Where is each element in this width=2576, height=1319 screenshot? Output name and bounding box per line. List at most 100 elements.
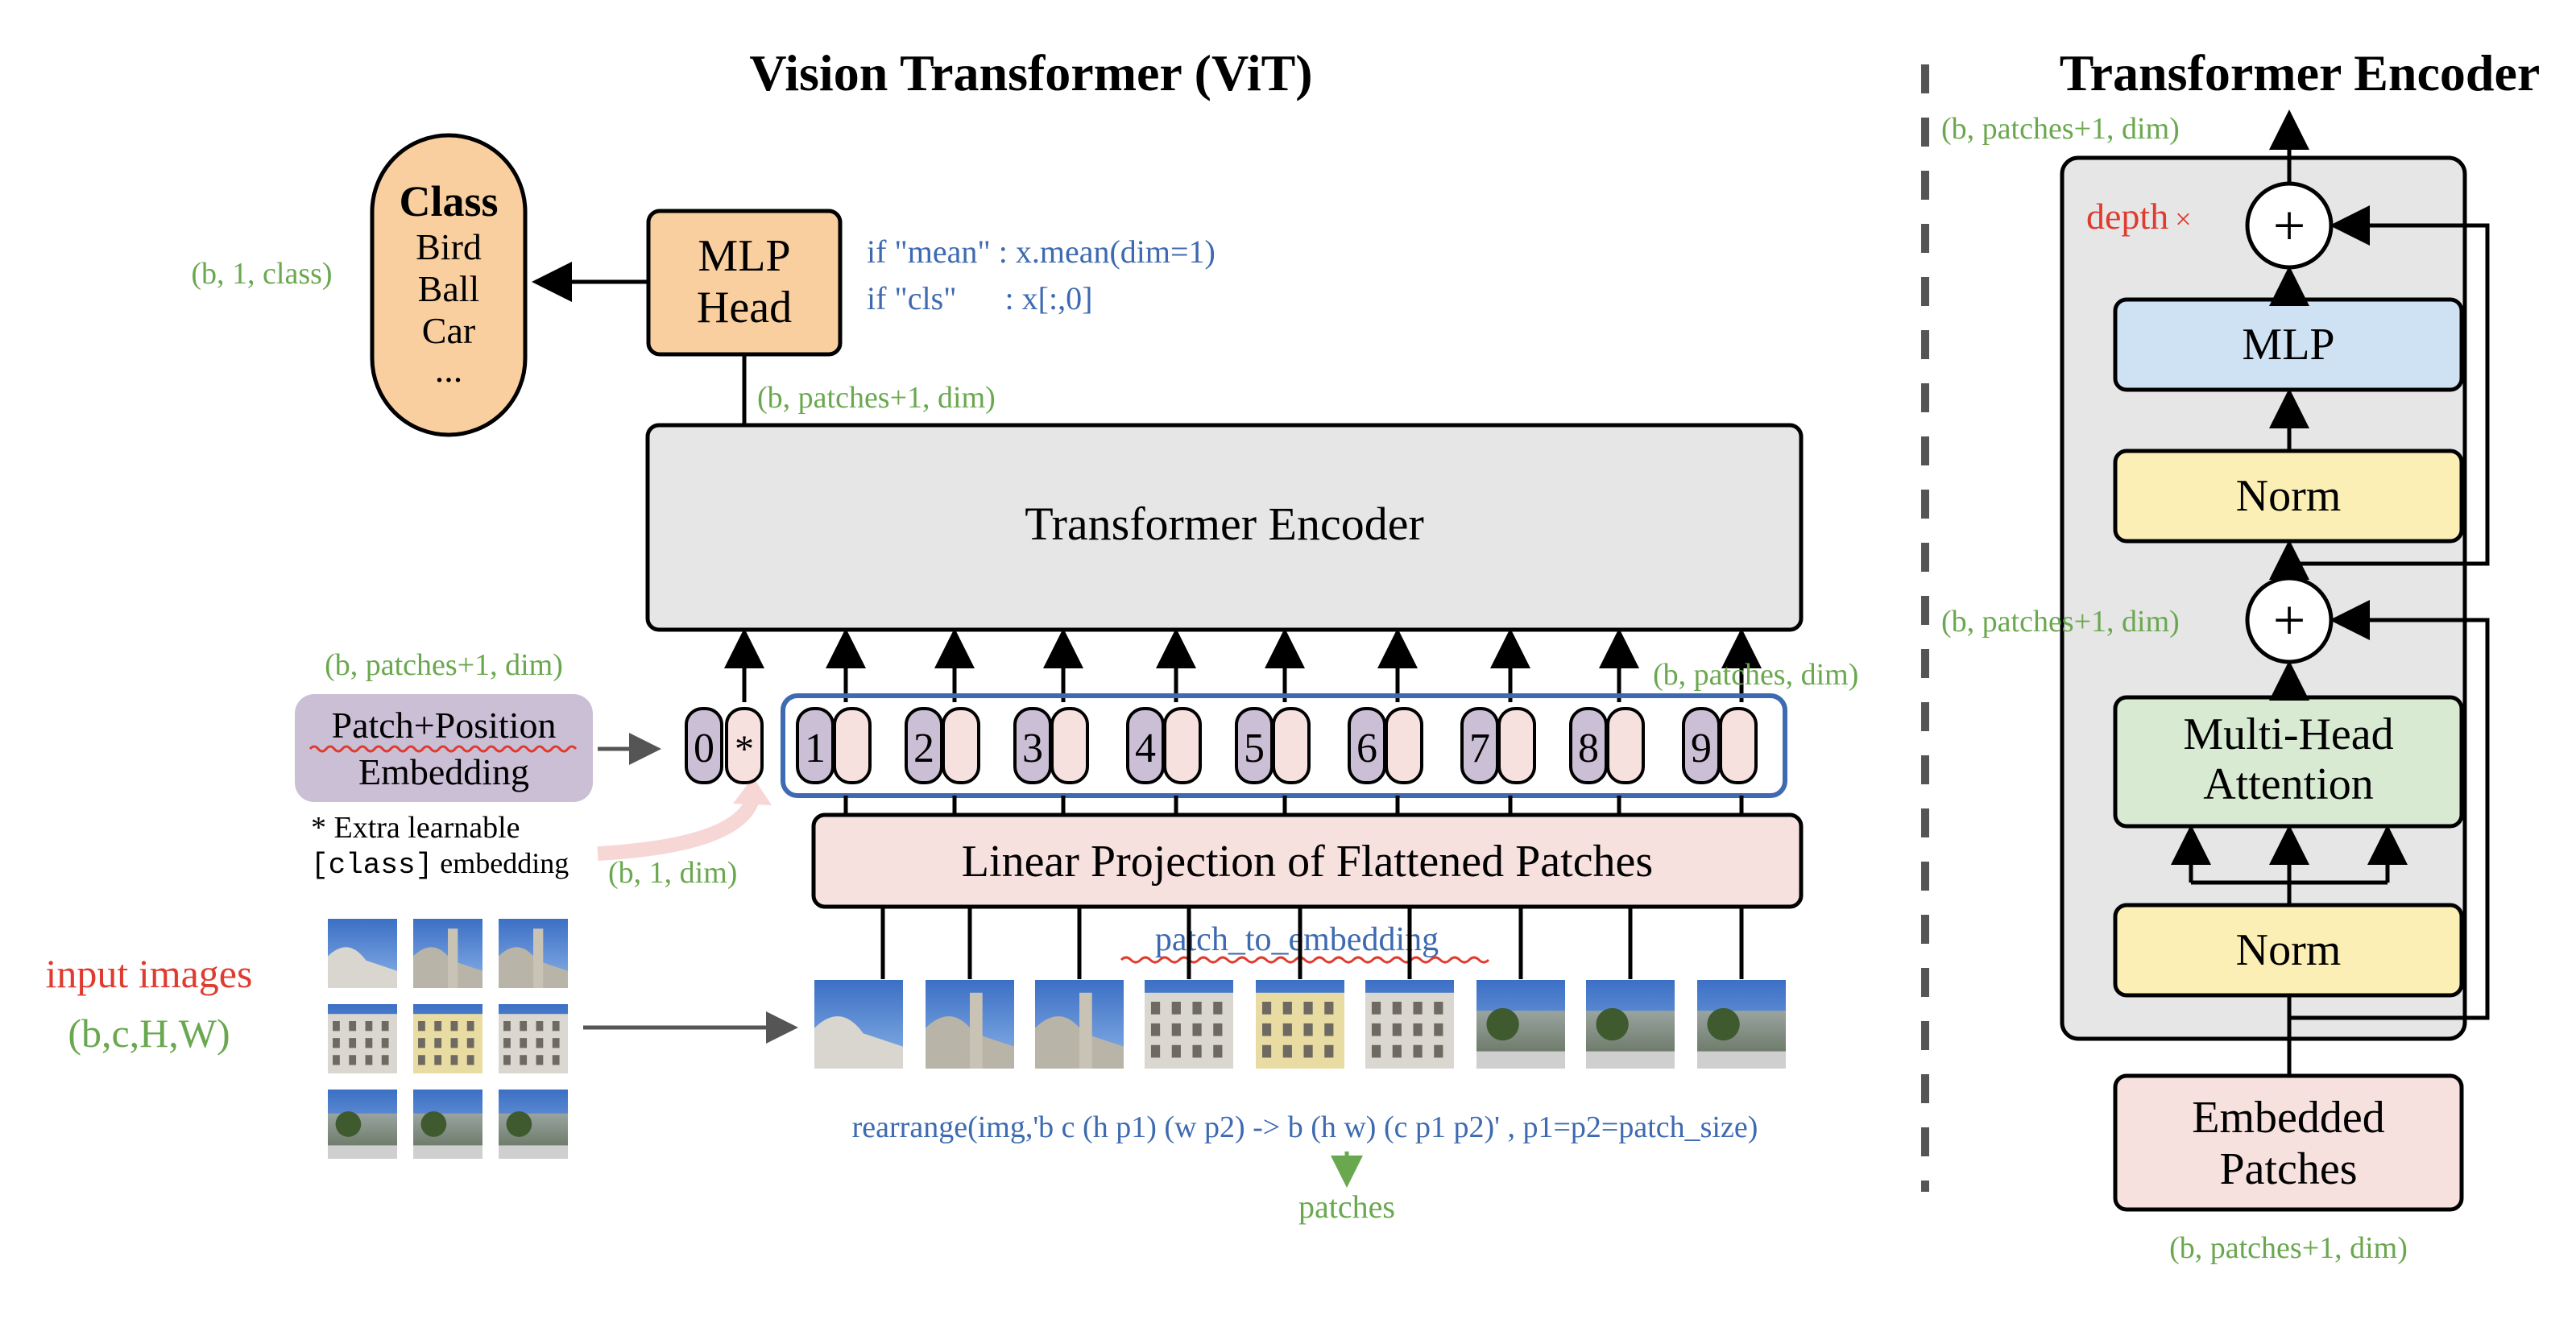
patch-embedding-token [1719,707,1758,784]
image-patch [497,1088,569,1160]
class-heading: Class [399,177,498,225]
pool-mean-code: if "mean" : x.mean(dim=1) [867,234,1216,270]
image-patch [813,978,905,1070]
residual-path-top [2287,205,2490,578]
encoder-title: Transformer Encoder [2060,44,2541,101]
patch-embedding-token [1050,707,1089,784]
encoder-norm-top-label: Norm [2236,471,2342,521]
class-code: [class] [311,849,433,882]
encoder-out-shape: (b, patches+1, dim) [757,381,996,415]
linear-projection-box [811,812,1804,909]
class-shape-label: (b, 1, class) [191,257,332,291]
token-arrows [724,628,1762,702]
depth-word: depth [2086,196,2168,237]
encoder-norm-bottom-label: Norm [2236,925,2342,975]
image-patch [497,1003,569,1075]
enc-top-shape: (b, patches+1, dim) [1941,112,2180,146]
spellcheck-underline [1120,956,1490,964]
patch-embedding-token [833,707,872,784]
patch-to-embedding-label: patch_to_embedding [1155,921,1439,958]
image-patch [412,1088,484,1160]
encoder-mlp-label: MLP [2242,320,2334,370]
image-patch [1584,978,1676,1070]
position-token-label: 6 [1356,726,1377,771]
position-token-label: 3 [1022,726,1043,771]
image-patch [326,1003,399,1075]
class-embedding-note: [class] embedding [311,847,569,882]
depth-label: depth× [2086,196,2192,237]
patches-label: patches [1298,1189,1395,1225]
patch-input-lines [843,796,1744,815]
enc-bottom-shape: (b, patches+1, dim) [2169,1231,2408,1265]
embedding-word: embedding [433,847,569,879]
enc-mid-shape: (b, patches+1, dim) [1941,605,2180,639]
image-patch [924,978,1016,1070]
residual-add-top-label: + [2273,193,2306,258]
cls-token-arrow [597,795,760,861]
input-shape-label: (b,c,H,W) [68,1011,230,1056]
mlp-head-line2: Head [697,283,792,333]
linear-projection-label: Linear Projection of Flattened Patches [962,837,1653,887]
class-item: Ball [418,268,480,309]
pool-cls-code: if "cls" : x[:,0] [867,280,1092,316]
depth-times: × [2175,203,2191,235]
position-token-label: 4 [1135,726,1156,771]
patch-position-line2: Embedding [358,751,529,792]
image-patch [412,917,484,990]
input-image-grid [326,917,569,1160]
patch-embedding-token [1272,707,1311,784]
flattened-patch-row [813,907,1787,1070]
image-patch [1143,978,1235,1070]
image-patch [1364,978,1456,1070]
embed-out-shape: (b, patches+1, dim) [325,648,563,682]
class-item: Car [422,310,475,351]
image-patch [326,917,399,990]
vit-title: Vision Transformer (ViT) [749,44,1312,101]
position-token-label: 1 [805,726,826,771]
mlp-head-line1: MLP [698,231,790,281]
patch-embedding-token [942,707,980,784]
embedded-patches-line1: Embedded [2192,1093,2384,1143]
position-token-label: 7 [1469,726,1490,771]
patches-dim-shape: (b, patches, dim) [1653,658,1858,692]
patch-tokens: 1 2 3 4 5 6 7 8 9 [796,707,1758,784]
rearrange-code: rearrange(img,'b c (h p1) (w p2) -> b (h… [852,1110,1758,1144]
embedded-patches-line2: Patches [2219,1144,2357,1194]
mha-line1: Multi-Head [2183,709,2393,759]
class-item: Bird [416,226,482,267]
extra-learnable-note: * Extra learnable [311,811,520,845]
image-patch [1254,978,1346,1070]
image-patch [1475,978,1567,1070]
patch-embedding-token [1163,707,1202,784]
patch-embedding-token [1385,707,1423,784]
image-patch [1033,978,1125,1070]
position-token-label: 5 [1244,726,1265,771]
patch-embedding-token [1497,707,1536,784]
class-output-box [370,133,528,437]
patch-embedding-token [1606,707,1645,784]
position-token-0 [685,707,723,784]
cls-dim-shape: (b, 1, dim) [608,856,737,890]
spellcheck-underline [309,745,578,753]
position-token-0-label: 0 [694,726,714,771]
class-token-label: * [735,728,754,771]
residual-add-middle-label: + [2273,588,2306,652]
transformer-encoder-box [645,423,1804,632]
image-patch [497,917,569,990]
embedded-patches-box [2113,1073,2464,1212]
residual-path-bottom [2287,600,2490,1076]
input-images-label: input images [46,951,253,996]
position-token-label: 9 [1691,726,1712,771]
position-token-label: 8 [1578,726,1599,771]
transformer-encoder-label: Transformer Encoder [1025,498,1424,550]
patch-position-line1: Patch+Position [332,705,557,746]
image-patch [412,1003,484,1075]
class-item: ... [435,349,463,390]
cls-token-arrow-head [733,777,772,805]
image-patch [1696,978,1787,1070]
patch-position-embedding-box [295,694,593,802]
position-token-label: 2 [913,726,934,771]
class-token [725,707,764,784]
mha-line2: Attention [2203,759,2374,809]
